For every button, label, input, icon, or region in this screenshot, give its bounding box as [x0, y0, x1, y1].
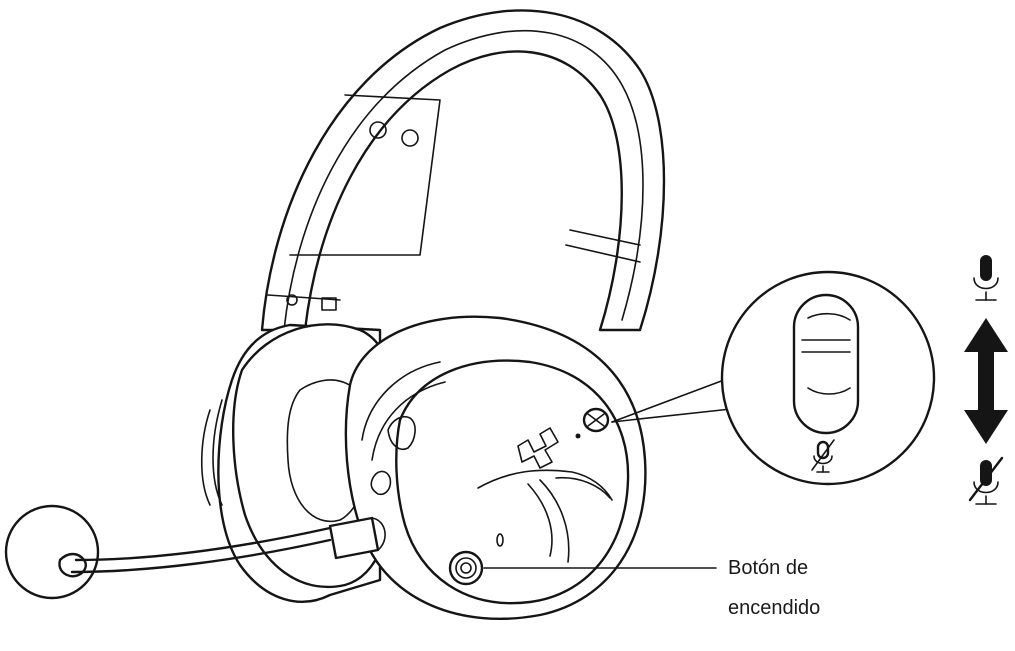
power-button-icon: [448, 550, 484, 586]
status-led: [496, 533, 504, 547]
microphone-muted-icon: [811, 439, 835, 473]
mic-switch-zoom: [611, 270, 936, 486]
hyperx-logo: [477, 427, 613, 563]
right-earcup: [344, 315, 647, 620]
power-button-label-line2: encendido: [728, 597, 821, 619]
microphone-boom: [4, 504, 386, 600]
double-arrow-vertical-icon: [964, 318, 1008, 444]
power-button-label-line1: Botón de: [728, 557, 809, 579]
microphone-icon: [973, 255, 999, 301]
headband: [260, 9, 666, 332]
cup-mic-switch: [575, 407, 610, 439]
microphone-muted-icon: [968, 456, 1004, 505]
